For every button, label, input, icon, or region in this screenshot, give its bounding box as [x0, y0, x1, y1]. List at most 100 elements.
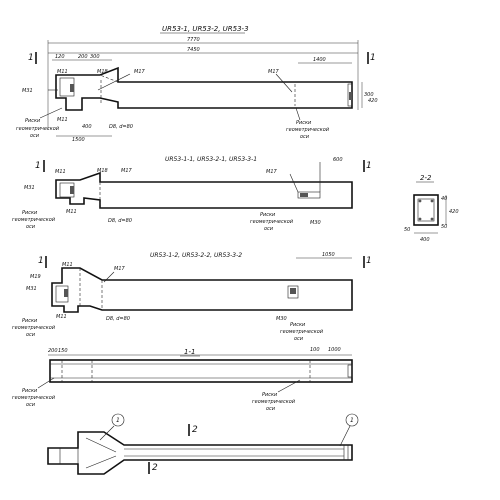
svg-text:Риски: Риски: [22, 318, 38, 324]
dimension-40-s22: 40: [441, 196, 447, 202]
label-m18: M18: [97, 69, 108, 75]
dimension-200-s: 200: [48, 348, 58, 354]
dimension-50a: 50: [404, 227, 410, 233]
middle-elevation-view-1: UR53-1-1, UR53-2-1, UR53-3-1 600 1 1 M31…: [12, 156, 372, 232]
cut-marker-top: 2: [192, 425, 198, 435]
svg-text:геометрической: геометрической: [252, 399, 296, 405]
svg-text:геометрической: геометрической: [12, 395, 56, 401]
dimension-300v: 300: [364, 92, 374, 98]
section-2-2-view: 2-2 400 40 420 50 50: [404, 174, 459, 243]
svg-text:оси: оси: [26, 402, 36, 408]
section-ref-right-1: 1: [366, 161, 372, 171]
callout-b: 1: [350, 417, 354, 424]
beam-outline-top: [55, 66, 353, 111]
callout-a: 1: [116, 417, 120, 424]
risk-note-right-1: Риски геометрической оси: [250, 212, 294, 232]
label-m11-1b: M11: [66, 209, 77, 215]
svg-text:Риски: Риски: [260, 212, 276, 218]
section11-title: 1-1: [184, 348, 195, 356]
risk-note-right-s: Риски геометрической оси: [252, 379, 301, 412]
svg-text:Риски: Риски: [296, 120, 312, 126]
label-m17-left: M17: [134, 69, 145, 75]
label-m30-1: M30: [310, 220, 321, 226]
beam-outline-middle2: [51, 267, 353, 313]
dimension-400-s22: 400: [420, 237, 430, 243]
beam-section-1-1: [49, 359, 353, 383]
svg-text:оси: оси: [266, 406, 276, 412]
label-bar-2: D8, d=80: [106, 316, 130, 322]
label-m31-1: M31: [24, 185, 35, 191]
svg-text:геометрической: геометрической: [16, 126, 60, 132]
dimension-overall2: 7450: [187, 47, 200, 53]
dimension-600: 600: [333, 157, 343, 163]
leader-m17: [97, 73, 131, 91]
svg-text:Риски: Риски: [22, 388, 38, 394]
risk-note-left-s: Риски геометрической оси: [12, 377, 56, 408]
label-bar: D8, d=80: [109, 124, 133, 130]
section-ref-left-1: 1: [35, 161, 41, 171]
label-m31-2: M31: [26, 286, 37, 292]
plate-hatch: [70, 84, 74, 92]
label-m30-2: M30: [276, 316, 287, 322]
label-m17-2: M17: [114, 266, 125, 272]
dimension-50b: 50: [441, 224, 447, 230]
bottom-plan-view: 2 2 1 1: [47, 413, 359, 475]
right-plate-hatch: [349, 92, 352, 100]
insert-right-2: [287, 285, 299, 299]
label-m11-bottom: M11: [57, 117, 68, 123]
insert-right-1: [297, 191, 321, 199]
svg-text:геометрической: геометрической: [280, 329, 324, 335]
top-elevation-view: UR53-1, UR53-2, UR53-3 7770 7450 120 200…: [16, 25, 378, 143]
dimension-100-s: 100: [310, 347, 320, 353]
label-m17-1b: M17: [266, 169, 277, 175]
svg-text:оси: оси: [26, 224, 36, 230]
svg-text:оси: оси: [300, 134, 310, 140]
dimension-120: 120: [55, 54, 65, 60]
svg-text:оси: оси: [294, 336, 304, 342]
svg-text:Риски: Риски: [25, 118, 41, 124]
label-m11-1a: M11: [55, 169, 66, 175]
section-1-1-view: 1-1 200 150 100 1000 Риски геометрическо…: [12, 347, 353, 412]
dimension-overall: 7770: [187, 37, 200, 43]
label-m11-2b: M11: [56, 314, 67, 320]
cross-section-2-2: [413, 194, 439, 226]
beam-outline-middle1: [55, 171, 353, 209]
section-ref-left-2: 1: [38, 256, 44, 266]
risk-note-left: Риски геометрической оси: [16, 107, 63, 139]
top-view-title: UR53-1, UR53-2, UR53-3: [162, 25, 249, 33]
section-ref-right-2: 1: [366, 256, 372, 266]
dimension-300: 300: [90, 54, 100, 60]
dimension-420-s22: 420: [449, 209, 459, 215]
cut-marker-bottom: 2: [152, 463, 158, 473]
svg-text:Риски: Риски: [262, 392, 278, 398]
svg-text:оси: оси: [26, 332, 36, 338]
svg-text:геометрической: геометрической: [286, 127, 330, 133]
hidden-line: [99, 74, 119, 83]
dimension-150-s: 150: [58, 348, 68, 354]
label-m18-1: M18: [97, 168, 108, 174]
svg-text:геометрической: геометрической: [12, 325, 56, 331]
beam-outline-bottom: [47, 431, 353, 475]
svg-text:геометрической: геометрической: [250, 219, 294, 225]
leader-m17-right: [275, 73, 293, 93]
middle-elevation-view-2: UR53-1-2, UR53-2-2, UR53-3-2 1050 1 1 M1…: [12, 252, 372, 342]
svg-text:Риски: Риски: [22, 210, 38, 216]
dimension-1000-s: 1000: [328, 347, 341, 353]
svg-text:Риски: Риски: [290, 322, 306, 328]
callout-circle-a: [111, 413, 125, 427]
section-ref-left: 1: [28, 53, 34, 63]
dimension-200: 200: [78, 54, 88, 60]
risk-note-right: Риски геометрической оси: [286, 107, 330, 140]
label-m11-top: M11: [57, 69, 68, 75]
middle2-title: UR53-1-2, UR53-2-2, UR53-3-2: [150, 252, 242, 259]
risk-note-left-1: Риски геометрической оси: [12, 210, 56, 230]
svg-text:геометрической: геометрической: [12, 217, 56, 223]
middle1-title: UR53-1-1, UR53-2-1, UR53-3-1: [165, 156, 257, 163]
label-m31: M31: [22, 88, 33, 94]
svg-text:оси: оси: [264, 226, 274, 232]
label-bar-1: D8, d=80: [108, 218, 132, 224]
dimension-400: 400: [82, 124, 92, 130]
dimension-1500: 1500: [72, 137, 85, 143]
section22-title: 2-2: [420, 174, 432, 182]
label-m19-2: M19: [30, 274, 41, 280]
